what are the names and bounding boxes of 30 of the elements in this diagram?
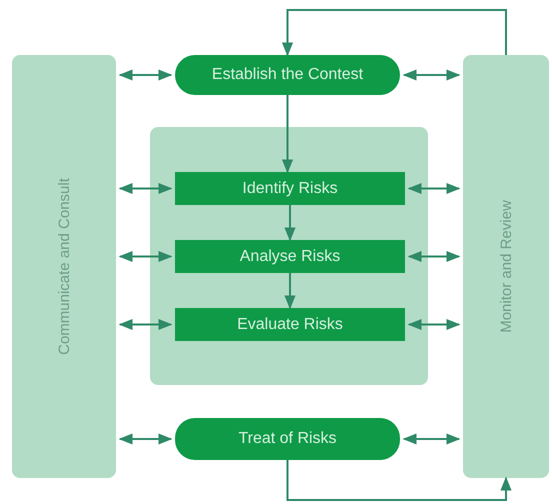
- arrow: [408, 250, 460, 262]
- group-panel: [150, 127, 428, 385]
- step-label: Analyse Risks: [240, 248, 340, 266]
- arrow: [408, 318, 460, 330]
- arrow: [118, 318, 172, 330]
- process-box: [175, 240, 405, 273]
- process-pill: [175, 55, 400, 95]
- arrow: [118, 433, 172, 445]
- step-label: Identify Risks: [242, 180, 338, 198]
- step-label: Evaluate Risks: [237, 316, 343, 334]
- arrow: [118, 69, 172, 81]
- step-label: Establish the Contest: [212, 66, 364, 84]
- panel-label: Monitor and Review: [498, 200, 514, 333]
- step-label: Treat of Risks: [238, 430, 337, 448]
- arrow: [118, 182, 172, 194]
- arrow: [118, 250, 172, 262]
- panel-label: Communicate and Consult: [56, 178, 72, 355]
- process-box: [175, 172, 405, 205]
- arrow: [402, 69, 460, 81]
- arrow: [282, 95, 294, 174]
- arrow: [284, 273, 296, 310]
- arrow: [282, 9, 507, 56]
- arrow: [284, 205, 296, 242]
- arrow: [402, 433, 460, 445]
- side-panel: [463, 55, 549, 478]
- process-box: [175, 308, 405, 341]
- side-panel: [12, 55, 116, 478]
- process-pill: [175, 418, 400, 460]
- arrow: [408, 182, 460, 194]
- arrow: [286, 460, 512, 501]
